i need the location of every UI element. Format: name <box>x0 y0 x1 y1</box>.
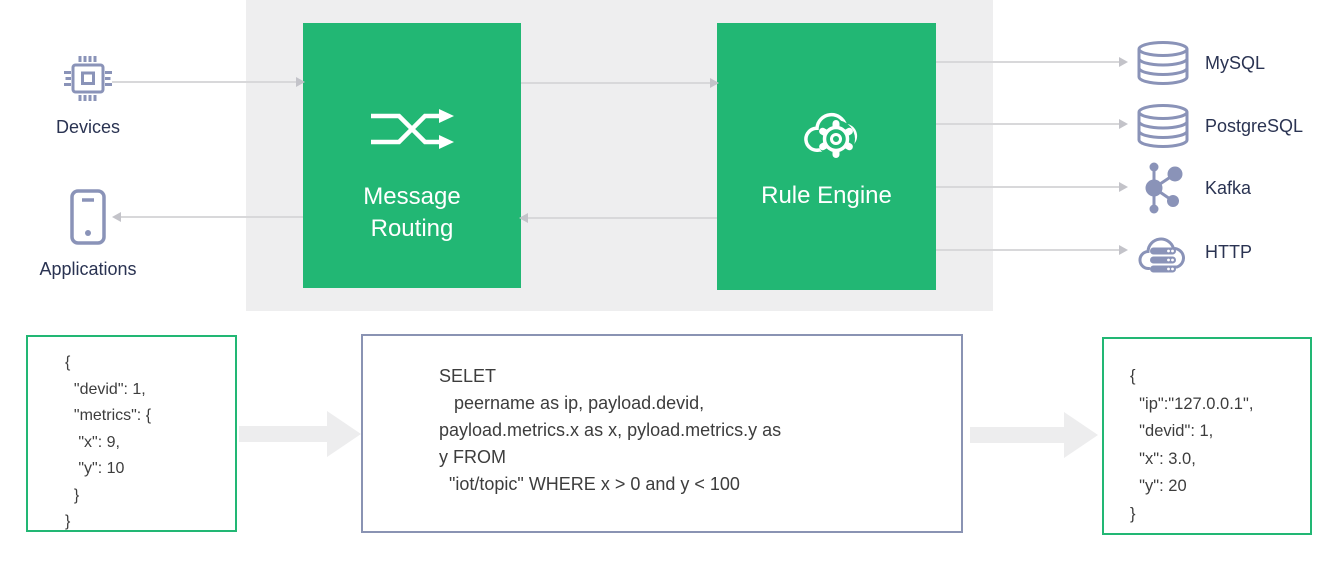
kafka-label: Kafka <box>1205 177 1252 198</box>
postgresql-label: PostgreSQL <box>1205 115 1304 136</box>
arrow-rule-engine-to-routing <box>519 213 717 223</box>
arrow-devices-to-routing <box>112 77 305 87</box>
cloud-server-icon <box>1133 227 1193 277</box>
arrow-routing-to-rule-engine <box>521 78 719 88</box>
arrow-rule-engine-to-http <box>936 245 1128 255</box>
cloud-gear-icon <box>795 102 859 160</box>
kafka-hub-icon <box>1133 160 1193 216</box>
output-message-panel: { "ip":"127.0.0.1", "devid": 1, "x": 3.0… <box>1102 337 1312 535</box>
sql-rule-text: SELET peername as ip, payload.devid, pay… <box>439 366 782 494</box>
endpoint-applications: Applications <box>0 188 176 280</box>
database-icon <box>1133 39 1193 87</box>
sql-rule-panel: SELET peername as ip, payload.devid, pay… <box>361 334 963 533</box>
devices-label: Devices <box>55 117 121 137</box>
input-message-json: { "devid": 1, "metrics": { "x": 9, "y": … <box>65 354 152 530</box>
sink-kafka: Kafka <box>1133 160 1251 216</box>
database-icon <box>1133 102 1193 150</box>
flow-arrow-input-to-sql <box>239 411 361 457</box>
arrow-routing-to-applications <box>112 212 303 222</box>
applications-label: Applications <box>39 259 137 279</box>
arrow-rule-engine-to-mysql <box>936 57 1128 67</box>
sink-postgresql: PostgreSQL <box>1133 102 1303 150</box>
stage-rule-engine: Rule Engine <box>717 23 936 290</box>
gear <box>816 120 855 158</box>
http-label: HTTP <box>1205 241 1252 262</box>
stage-message-routing: Message Routing <box>303 23 521 288</box>
arrow-rule-engine-to-postgresql <box>936 119 1128 129</box>
message-routing-label: Message Routing <box>363 183 461 242</box>
output-message-json: { "ip":"127.0.0.1", "devid": 1, "x": 3.0… <box>1130 367 1254 523</box>
chip-icon <box>62 52 114 104</box>
shuffle-icon <box>368 103 456 155</box>
flow-arrow-sql-to-output <box>970 412 1098 458</box>
sink-http: HTTP <box>1133 227 1252 277</box>
input-message-panel: { "devid": 1, "metrics": { "x": 9, "y": … <box>26 335 237 532</box>
endpoint-devices: Devices <box>0 52 176 138</box>
mysql-label: MySQL <box>1205 52 1266 73</box>
sink-mysql: MySQL <box>1133 39 1265 87</box>
smartphone-icon <box>66 188 110 246</box>
rule-engine-label: Rule Engine <box>761 182 892 209</box>
arrow-rule-engine-to-kafka <box>936 182 1128 192</box>
